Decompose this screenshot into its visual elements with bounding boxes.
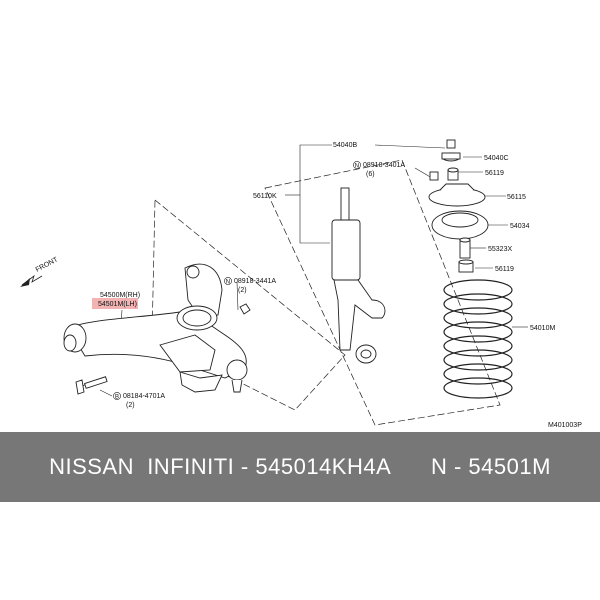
svg-text:B: B [115,394,119,400]
dashed-outline-strut [264,159,501,426]
svg-text:N: N [226,279,230,285]
separator: - [234,454,256,479]
label-55323X: 55323X [488,246,512,253]
circle-n-icon: N [353,161,361,169]
label-08918-3401A: 08918-3401A [363,162,405,169]
label-56119-top: 56119 [485,170,504,177]
label-54034: 54034 [510,223,530,230]
oem-number: 545014KH4A [255,454,392,479]
qty-08184-4701A: (2) [126,402,135,409]
svg-text:N: N [355,163,359,169]
label-54500M-rh: 54500M(RH) [100,292,140,299]
lower-control-arm-drawing [63,263,251,395]
qty-08918-3401A: (6) [366,171,375,178]
figure-code: M401003P [548,422,582,429]
separator: - [447,454,469,479]
top-mount-drawing [428,139,489,273]
label-56115: 56115 [507,194,526,201]
parts-diagram: FRONT [20,139,582,429]
label-08918-3441A: 08918-3441A [234,278,276,285]
front-arrow-icon [20,274,43,287]
label-54010M: 54010M [530,325,555,332]
front-label: FRONT [35,256,60,274]
highlight-54501M [92,298,138,309]
shock-absorber-drawing [331,187,386,364]
prefix-letter: N [430,454,448,479]
label-56110K: 56110K [253,193,277,200]
part-number-banner: NISSAN INFINITI - 545014KH4A N - 54501M [0,432,600,502]
coil-spring-drawing [443,279,513,399]
circle-n-icon: N [224,277,232,285]
label-54040C: 54040C [484,155,509,162]
label-54501M-lh: 54501M(LH) [98,301,137,308]
brand-text: NISSAN INFINITI [49,454,235,479]
label-54040B: 54040B [333,142,357,149]
circle-b-icon: B [113,392,121,400]
label-56119-bottom: 56119 [495,266,514,273]
part-number: 54501M [468,454,551,479]
qty-08918-3441A: (2) [238,287,247,294]
dashed-outline-arm [151,199,346,411]
label-08184-4701A: 08184-4701A [123,393,165,400]
spacer [391,454,431,480]
